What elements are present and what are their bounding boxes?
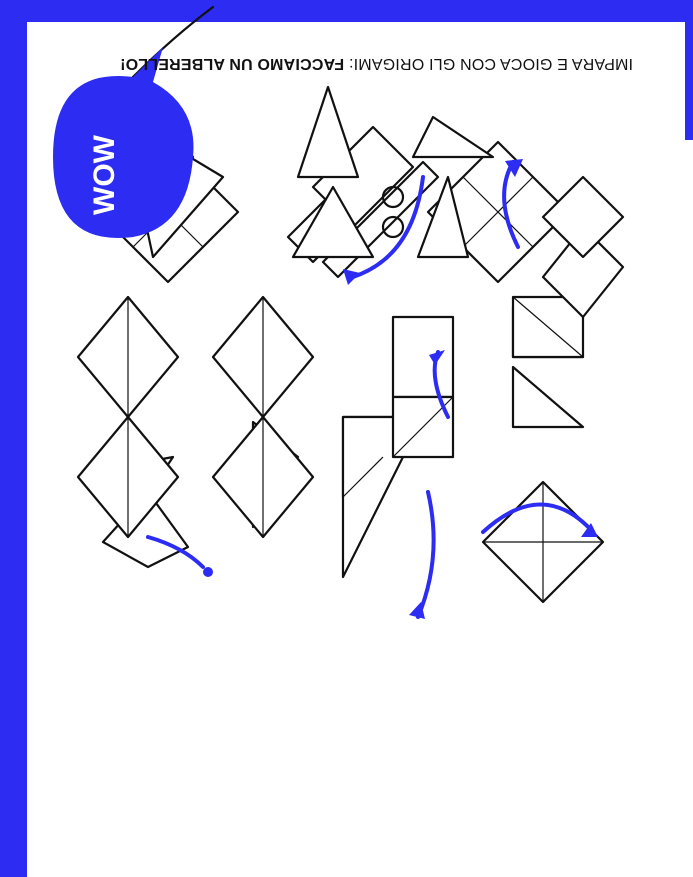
step-9-diamond (213, 297, 313, 537)
caption: IMPARA E GIOCA CON GLI ORIGAMI: FACCIAMO… (33, 54, 633, 72)
step-7-square-fold (393, 317, 453, 457)
speech-bubble (53, 47, 194, 238)
bubble-text: WOW (88, 135, 122, 215)
caption-highlight: FACCIAMO UN ALBERELLO! (120, 55, 344, 72)
step-10-diamond (78, 297, 178, 537)
step-8-triangle-fold (513, 297, 583, 427)
step-5-arrow (418, 492, 434, 617)
caption-lead: IMPARA E GIOCA CON GLI ORIGAMI: (344, 55, 633, 72)
step-4-diamond (483, 482, 603, 602)
